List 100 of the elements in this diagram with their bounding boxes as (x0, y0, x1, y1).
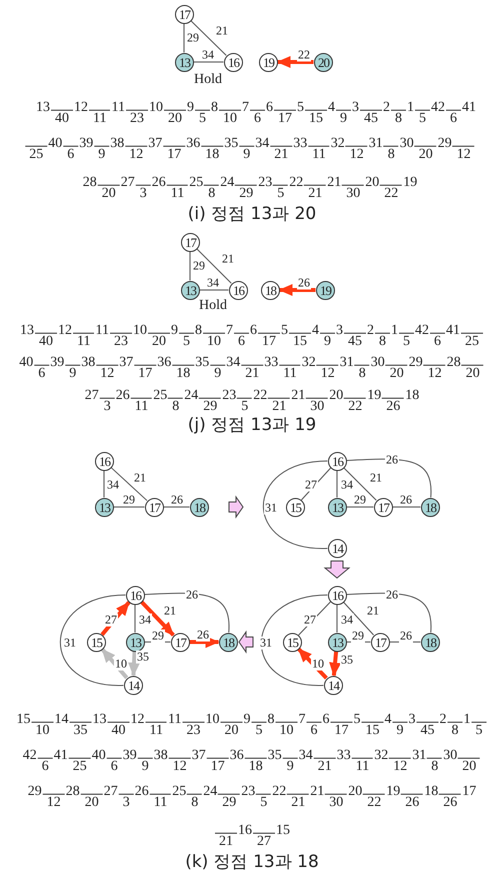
vertex-circle: 18 (219, 633, 238, 652)
edge-weight: 31 (259, 636, 273, 650)
edge-weight: 21 (133, 472, 147, 484)
graph-edge (343, 467, 377, 501)
edge-weight: 31 (264, 502, 278, 514)
vertex-circle: 20 (314, 53, 333, 72)
graph-edge (196, 248, 232, 284)
edge-weight: 22 (297, 48, 311, 62)
edge-weight: 21 (221, 252, 235, 266)
vertex-circle: 13 (328, 633, 347, 652)
graph-edge (336, 470, 338, 498)
vertex-circle: 18 (190, 498, 209, 517)
edge-weight: 26 (399, 630, 413, 642)
edge-weight: 34 (206, 276, 220, 290)
edge-weight: 26 (385, 588, 399, 602)
vertex-circle: 16 (126, 586, 145, 605)
edge-weight: 27 (104, 614, 118, 626)
graph-edge (144, 592, 230, 634)
vertex-circle: 14 (324, 676, 343, 695)
graph-edge (346, 506, 374, 508)
graph-edge (113, 506, 145, 508)
path-arrow (329, 651, 342, 677)
hold-label: Hold (194, 72, 222, 88)
vertex-circle: 14 (328, 539, 347, 558)
edge-weight: 34 (340, 614, 354, 626)
edge-weight: 26 (185, 588, 199, 602)
edge-weight: 34 (340, 478, 354, 492)
vertex-circle: 13 (181, 281, 200, 300)
vertex-circle: 16 (224, 53, 243, 72)
edge-weight: 26 (399, 494, 413, 506)
vertex-circle: 17 (181, 233, 200, 252)
path-arrow (100, 601, 130, 636)
edge-weight: 34 (106, 478, 120, 492)
path-arrow (140, 600, 175, 637)
edge-weight: 29 (122, 494, 136, 506)
graph-edge (262, 460, 328, 549)
edge-weight: 26 (170, 494, 184, 506)
vertex-circle: 16 (328, 452, 347, 471)
graph-edge (110, 466, 148, 502)
vertex-circle: 17 (171, 633, 190, 652)
graph-edge (163, 506, 190, 508)
graph-edge (336, 604, 338, 633)
vertex-circle: 14 (124, 676, 143, 695)
edge-weight: 27 (303, 614, 317, 626)
vertex-circle: 18 (261, 281, 280, 300)
edge-weight: 21 (369, 472, 383, 484)
edge-weight: 29 (151, 630, 165, 642)
graph-edge (190, 20, 227, 56)
vertex-circle: 19 (259, 53, 278, 72)
figure-caption: (j) 정점 13과 19 (188, 415, 316, 435)
vertex-circle: 16 (229, 281, 248, 300)
vertex-circle: 13 (95, 498, 114, 517)
edge-weight: 29 (186, 32, 200, 44)
path-arrow (278, 284, 316, 296)
path-arrow (100, 648, 128, 680)
vertex-circle: 13 (126, 633, 145, 652)
path-arrow (128, 651, 140, 676)
vertex-circle: 15 (286, 498, 305, 517)
hold-label: Hold (199, 298, 227, 314)
figure-caption: (i) 정점 13과 20 (188, 204, 316, 224)
graph-edge (342, 602, 374, 636)
vertex-circle: 16 (328, 586, 347, 605)
graph-edge (346, 592, 432, 634)
graph-edge (260, 594, 328, 686)
graph-edge (346, 458, 432, 498)
edge-weight: 29 (192, 260, 206, 272)
vertex-circle: 19 (316, 281, 335, 300)
edge-weight: 29 (351, 630, 365, 642)
edge-weight: 34 (201, 48, 215, 62)
path-arrow (297, 648, 328, 680)
edge-weight: 10 (114, 658, 128, 670)
edge-weight: 26 (297, 276, 311, 290)
edge-weight: 27 (304, 478, 318, 492)
graph-edge (298, 601, 331, 636)
edge-weight: 21 (215, 24, 229, 38)
edge-weight: 10 (311, 658, 325, 670)
figure-caption: (k) 정점 13과 18 (185, 852, 319, 872)
edge-weight: 21 (163, 604, 177, 618)
vertex-circle: 17 (371, 633, 390, 652)
graph-edge (300, 468, 332, 500)
edge-weight: 35 (340, 654, 354, 666)
edge-weight: 26 (196, 628, 210, 642)
vertex-circle: 13 (328, 498, 347, 517)
vertex-circle: 18 (421, 633, 440, 652)
edge-weight: 35 (136, 650, 150, 664)
graph-edge (60, 594, 126, 686)
graph-edge (134, 604, 136, 633)
vertex-circle: 15 (87, 633, 106, 652)
vertex-circle: 16 (95, 452, 114, 471)
edge-weight: 21 (366, 604, 380, 618)
edge-weight: 29 (353, 494, 367, 506)
edge-weight: 31 (63, 636, 77, 650)
vertex-circle: 17 (145, 498, 164, 517)
edge-weight: 26 (385, 454, 399, 466)
path-arrow (190, 636, 220, 648)
vertex-circle: 13 (175, 53, 194, 72)
vertex-circle: 18 (421, 498, 440, 517)
edge-weight: 34 (138, 614, 152, 626)
vertex-circle: 17 (175, 5, 194, 24)
graph-edge (392, 506, 421, 508)
